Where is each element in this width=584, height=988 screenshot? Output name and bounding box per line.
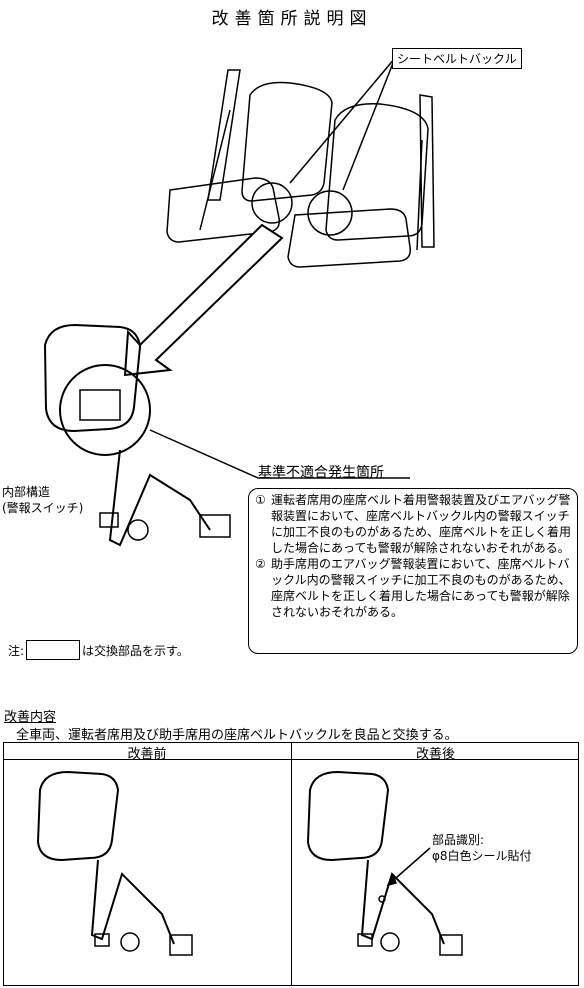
driver-seat-cushion	[166, 177, 281, 243]
buckle-before	[36, 770, 193, 956]
passenger-seat-back	[325, 103, 429, 241]
connector	[199, 514, 231, 538]
internal-structure-line1: 内部構造	[2, 485, 51, 499]
buckle-after	[306, 770, 463, 956]
defect-list: ① 運転者席用の座席ベルト着用警報装置及びエアバッグ警報装置において、座席ベルト…	[255, 492, 573, 620]
page-title: 改善箇所説明図	[211, 9, 373, 29]
legend: 注: は交換部品を示す。	[8, 640, 189, 660]
defect-text: 運転者席用の座席ベルト着用警報装置及びエアバッグ警報装置において、座席ベルトバッ…	[271, 493, 572, 555]
table-header-line	[3, 759, 579, 760]
left-belt-retractor	[207, 69, 241, 201]
driver-buckle-circle	[251, 182, 293, 224]
defect-heading: 基準不適合発生箇所	[258, 465, 384, 481]
enlarge-arrow	[123, 223, 284, 377]
defect-num: ②	[255, 557, 266, 571]
legend-suffix: は交換部品を示す。	[82, 643, 189, 658]
seatbelt-buckle-label: シートベルトバックル	[392, 48, 522, 69]
part-id-line2: φ8白色シール貼付	[432, 849, 532, 863]
part-id-line1: 部品識別:	[432, 833, 485, 847]
internal-circle	[59, 364, 151, 456]
before-header: 改善前	[127, 747, 167, 762]
legend-box	[26, 640, 81, 660]
driver-seat-back	[241, 81, 333, 202]
defect-box	[248, 488, 578, 654]
passenger-buckle-circle	[307, 190, 353, 236]
defect-item-1: ① 運転者席用の座席ベルト着用警報装置及びエアバッグ警報装置において、座席ベルト…	[255, 492, 573, 556]
internal-structure-label: 内部構造 (警報スイッチ)	[2, 484, 83, 516]
kaizen-text: 全車両、運転者席用及び助手席用の座席ベルトバックルを良品と交換する。	[16, 728, 458, 743]
right-belt-retractor	[419, 94, 435, 248]
kaizen-label: 改善内容	[4, 710, 57, 725]
part-identification: 部品識別: φ8白色シール貼付	[432, 832, 532, 864]
enlarged-buckle	[43, 323, 142, 433]
defect-text: 助手席用のエアバッグ警報装置において、座席ベルトバックル内の警報スイッチに加工不…	[271, 557, 571, 619]
after-header: 改善後	[415, 747, 455, 762]
passenger-seat-cushion	[287, 208, 412, 268]
defect-item-2: ② 助手席用のエアバッグ警報装置において、座席ベルトバックル内の警報スイッチに加…	[255, 556, 573, 620]
internal-structure-line2: (警報スイッチ)	[2, 501, 84, 515]
table-divider	[291, 742, 292, 986]
legend-prefix: 注:	[8, 643, 25, 658]
defect-num: ①	[255, 493, 266, 507]
